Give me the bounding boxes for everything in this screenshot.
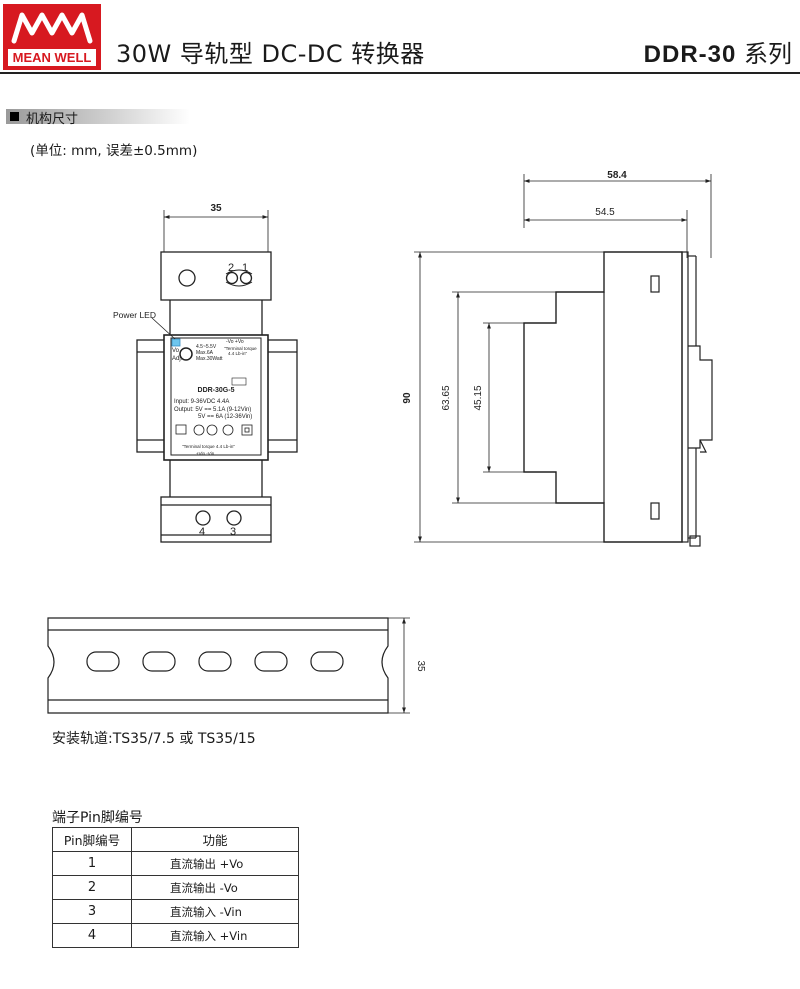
- dim-54-5: 54.5: [595, 207, 615, 218]
- terminal-torque-top-2: 4.4 Lb-in": [228, 351, 248, 356]
- bottom-pin-3-label: 3: [230, 526, 236, 538]
- table-row: 4 直流输入 +Vin: [52, 923, 299, 948]
- pin-number: 3: [52, 899, 132, 924]
- pin-function: 直流输入 +Vin: [131, 923, 299, 948]
- model-label: DDR-30G-5: [198, 387, 235, 394]
- spec-line-1: 4.5~5.5V: [196, 344, 217, 350]
- dim-45-15: 45.15: [473, 385, 484, 410]
- dim-63-65: 63.65: [441, 385, 452, 410]
- terminal-torque-top-1: "Terminal torque: [224, 346, 257, 351]
- series-suffix: 系列: [744, 40, 792, 68]
- top-pin-2-label: 2: [228, 262, 234, 274]
- top-pin-1-label: 1: [242, 262, 248, 274]
- logo-text: MEAN WELL: [13, 50, 92, 65]
- pin-function: 直流输出 -Vo: [131, 875, 299, 900]
- pin-table-title: 端子Pin脚编号: [52, 810, 143, 826]
- section-bullet-icon: [10, 112, 19, 121]
- table-row: 2 直流输出 -Vo: [52, 875, 299, 900]
- terminal-torque-bottom: "Terminal torque 4.4 Lb-in": [182, 444, 235, 449]
- page-title: 30W 导轨型 DC-DC 转换器: [116, 40, 425, 68]
- header-divider: [0, 72, 800, 74]
- din-rail-view: [47, 617, 410, 714]
- pin-bottom-labels: +Vin -Vin: [196, 451, 215, 456]
- pin-function: 直流输出 +Vo: [131, 851, 299, 876]
- label-brand-mark: [231, 377, 247, 386]
- spec-line-2: Max.6A: [196, 350, 214, 356]
- series-title: DDR-30 系列: [644, 34, 792, 69]
- pin-table: Pin脚编号 功能 1 直流输出 +Vo 2 直流输出 -Vo 3 直流输入 -…: [52, 827, 299, 948]
- side-view: [414, 174, 713, 547]
- pin-column-header: Pin脚编号: [52, 827, 132, 852]
- pin-function: 直流输入 -Vin: [131, 899, 299, 924]
- dim-90: 90: [402, 392, 413, 404]
- width-dim-35: 35: [210, 203, 222, 214]
- input-line: Input: 9-36VDC 4.4A: [174, 399, 229, 405]
- dim-58-4: 58.4: [607, 170, 627, 181]
- power-led-label: Power LED: [113, 310, 156, 320]
- unit-note: (单位: mm, 误差±0.5mm): [30, 143, 198, 159]
- spec-line-3: Max.30Watt: [196, 356, 223, 362]
- section-title: 机构尺寸: [26, 112, 79, 127]
- function-column-header: 功能: [131, 827, 299, 852]
- output-line-2: 5V == 6A (12-36Vin): [198, 414, 252, 420]
- mean-well-logo: MEAN WELL: [3, 4, 101, 70]
- section-title-bar: [6, 109, 190, 124]
- pin-number: 1: [52, 851, 132, 876]
- table-row: 1 直流输出 +Vo: [52, 851, 299, 876]
- vo-label: Vo: [172, 348, 180, 354]
- model-name: DDR-30: [643, 41, 737, 68]
- pin-number: 4: [52, 923, 132, 948]
- table-row: 3 直流输入 -Vin: [52, 899, 299, 924]
- certification-icons: [175, 424, 253, 436]
- rail-dim-35: 35: [415, 660, 426, 672]
- pin-table-header-row: Pin脚编号 功能: [52, 827, 299, 852]
- mounting-rail-note: 安装轨道:TS35/7.5 或 TS35/15: [52, 731, 256, 747]
- output-line-1: Output: 5V == 5.1A (9-12Vin): [174, 407, 251, 413]
- front-view: [136, 210, 298, 543]
- bottom-pin-4-label: 4: [199, 526, 205, 538]
- pin-number: 2: [52, 875, 132, 900]
- adj-label: Adj.: [172, 356, 183, 362]
- pin-top-labels: -Vo +Vo: [226, 339, 244, 345]
